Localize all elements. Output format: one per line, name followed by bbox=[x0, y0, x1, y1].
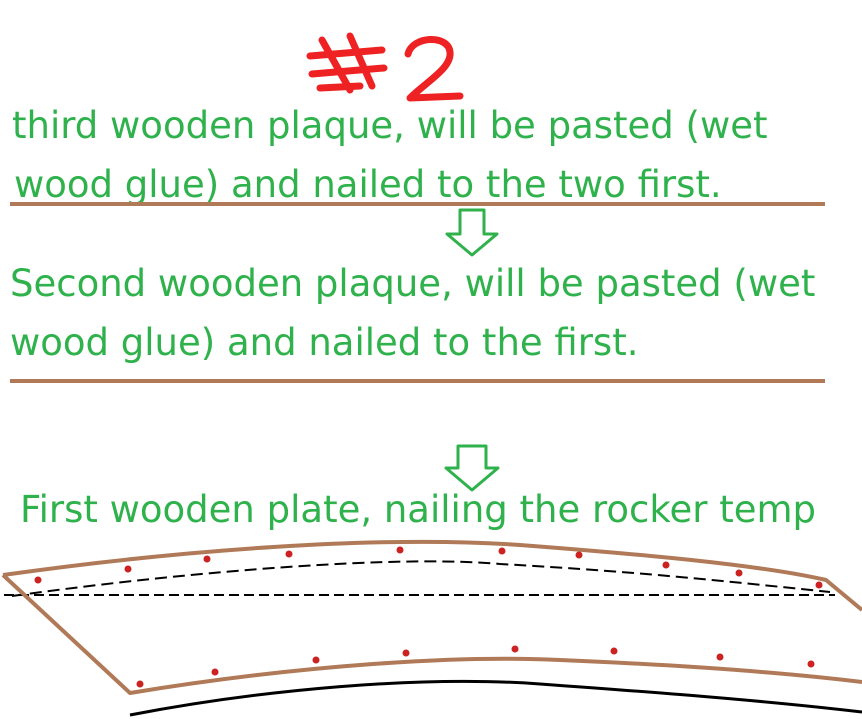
second-plaque-line-1: Second wooden plaque, will be pasted (we… bbox=[10, 262, 816, 305]
third-plaque-line-1: third wooden plaque, will be pasted (wet bbox=[12, 104, 768, 147]
nail-dot bbox=[124, 565, 132, 573]
nail-dot bbox=[716, 653, 724, 661]
nail-dot bbox=[312, 656, 320, 664]
step-number-drawing bbox=[306, 32, 464, 102]
rocker-bottom-curve bbox=[129, 679, 862, 717]
nail-dot bbox=[285, 550, 293, 558]
nail-marks bbox=[34, 546, 823, 688]
nail-dot bbox=[511, 645, 519, 653]
nail-dot bbox=[815, 581, 823, 589]
step-number-title: #2 bbox=[300, 28, 470, 108]
nail-dot bbox=[610, 647, 618, 655]
nail-dot bbox=[396, 546, 404, 554]
third-plaque-line-2: wood glue) and nailed to the two first. bbox=[14, 163, 722, 206]
nail-dot bbox=[662, 561, 670, 569]
first-plate-line-1: First wooden plate, nailing the rocker t… bbox=[20, 488, 817, 531]
nail-dot bbox=[203, 555, 211, 563]
nail-dot bbox=[34, 576, 42, 584]
rocker-guide-dashed bbox=[11, 560, 831, 597]
down-arrow-icon bbox=[444, 444, 500, 492]
nail-dot bbox=[735, 569, 743, 577]
down-arrow-icon bbox=[445, 208, 499, 257]
wooden-plate-outline bbox=[1, 539, 862, 695]
nail-dot bbox=[136, 680, 144, 688]
nail-dot bbox=[807, 660, 815, 668]
second-plaque-line-2: wood glue) and nailed to the first. bbox=[10, 321, 639, 364]
nail-dot bbox=[211, 668, 219, 676]
nail-dot bbox=[575, 551, 583, 559]
nail-dot bbox=[498, 547, 506, 555]
nail-dot bbox=[402, 649, 410, 657]
